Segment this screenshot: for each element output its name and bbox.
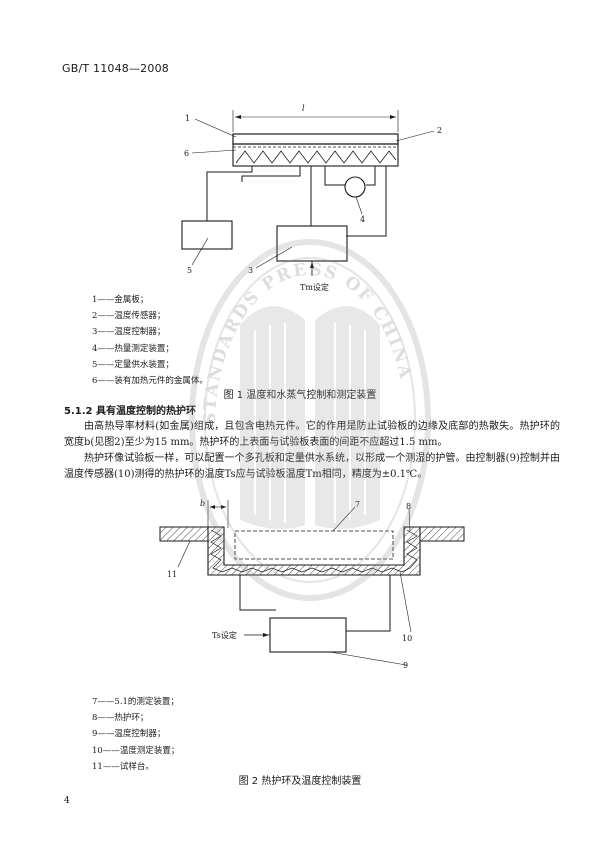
callout-3: 3: [248, 266, 253, 275]
page-number: 4: [64, 796, 70, 806]
legend-item: 10——温度测定装置；: [92, 745, 180, 756]
callout-6: 6: [184, 149, 189, 158]
legend-item: 4——热量测定装置；: [92, 343, 174, 354]
legend-item: 9——温度控制器；: [92, 729, 166, 740]
tm-setpoint-label: Tm设定: [300, 282, 329, 292]
callout-4: 4: [360, 215, 365, 224]
legend-item: 8——热护环；: [92, 713, 149, 724]
legend-item: 6——装有加热元件的金属体。: [92, 376, 208, 387]
section-heading: 5.1.2 具有温度控制的热护环: [64, 406, 196, 417]
ts-setpoint-label: Ts设定: [212, 630, 237, 640]
figure-2-legend: 7——5.1的测定装置； 8——热护环； 9——温度控制器； 10——温度测定装…: [92, 694, 179, 775]
callout-9: 9: [403, 661, 408, 670]
legend-item: 11——试样台。: [92, 761, 154, 772]
legend-item: 2——温度传感器；: [92, 311, 166, 322]
legend-item: 3——温度控制器；: [92, 327, 166, 338]
figure-2-caption: 图 2 热护环及温度控制装置: [238, 776, 362, 787]
figure-1-diagram: l 1 2 6 4 5 3 Tm设定: [181, 104, 442, 292]
callout-2: 2: [437, 126, 442, 135]
legend-item: 5——定量供水装置；: [92, 359, 174, 370]
callout-1: 1: [185, 114, 190, 123]
callout-5: 5: [187, 266, 192, 275]
callout-8: 8: [406, 502, 411, 511]
callout-10: 10: [402, 634, 412, 643]
figure-1-legend: 1——金属板； 2——温度传感器； 3——温度控制器； 4——热量测定装置； 5…: [92, 292, 208, 389]
legend-item: 1——金属板；: [92, 295, 149, 305]
paragraph-2: 热护环像试验板一样，可以配置一个多孔板和定量供水系统，以形成一个测湿的护管。由控…: [64, 453, 560, 480]
figure-2-diagram: b 7 8 11 10 9 Ts设定: [159, 499, 465, 670]
dim-b-label: b: [200, 499, 205, 508]
figure-1-caption: 图 1 温度和水蒸气控制和测定装置: [223, 390, 377, 401]
callout-11: 11: [167, 570, 177, 579]
paragraph-1: 由高热导率材料(如金属)组成，且包含电热元件。它的作用是防止试验板的边缘及底部的…: [64, 421, 560, 448]
callout-7: 7: [355, 500, 360, 509]
standard-code: GB/T 11048—2008: [62, 62, 169, 75]
legend-item: 7——5.1的测定装置；: [92, 697, 179, 707]
dim-l-label: l: [302, 104, 305, 113]
